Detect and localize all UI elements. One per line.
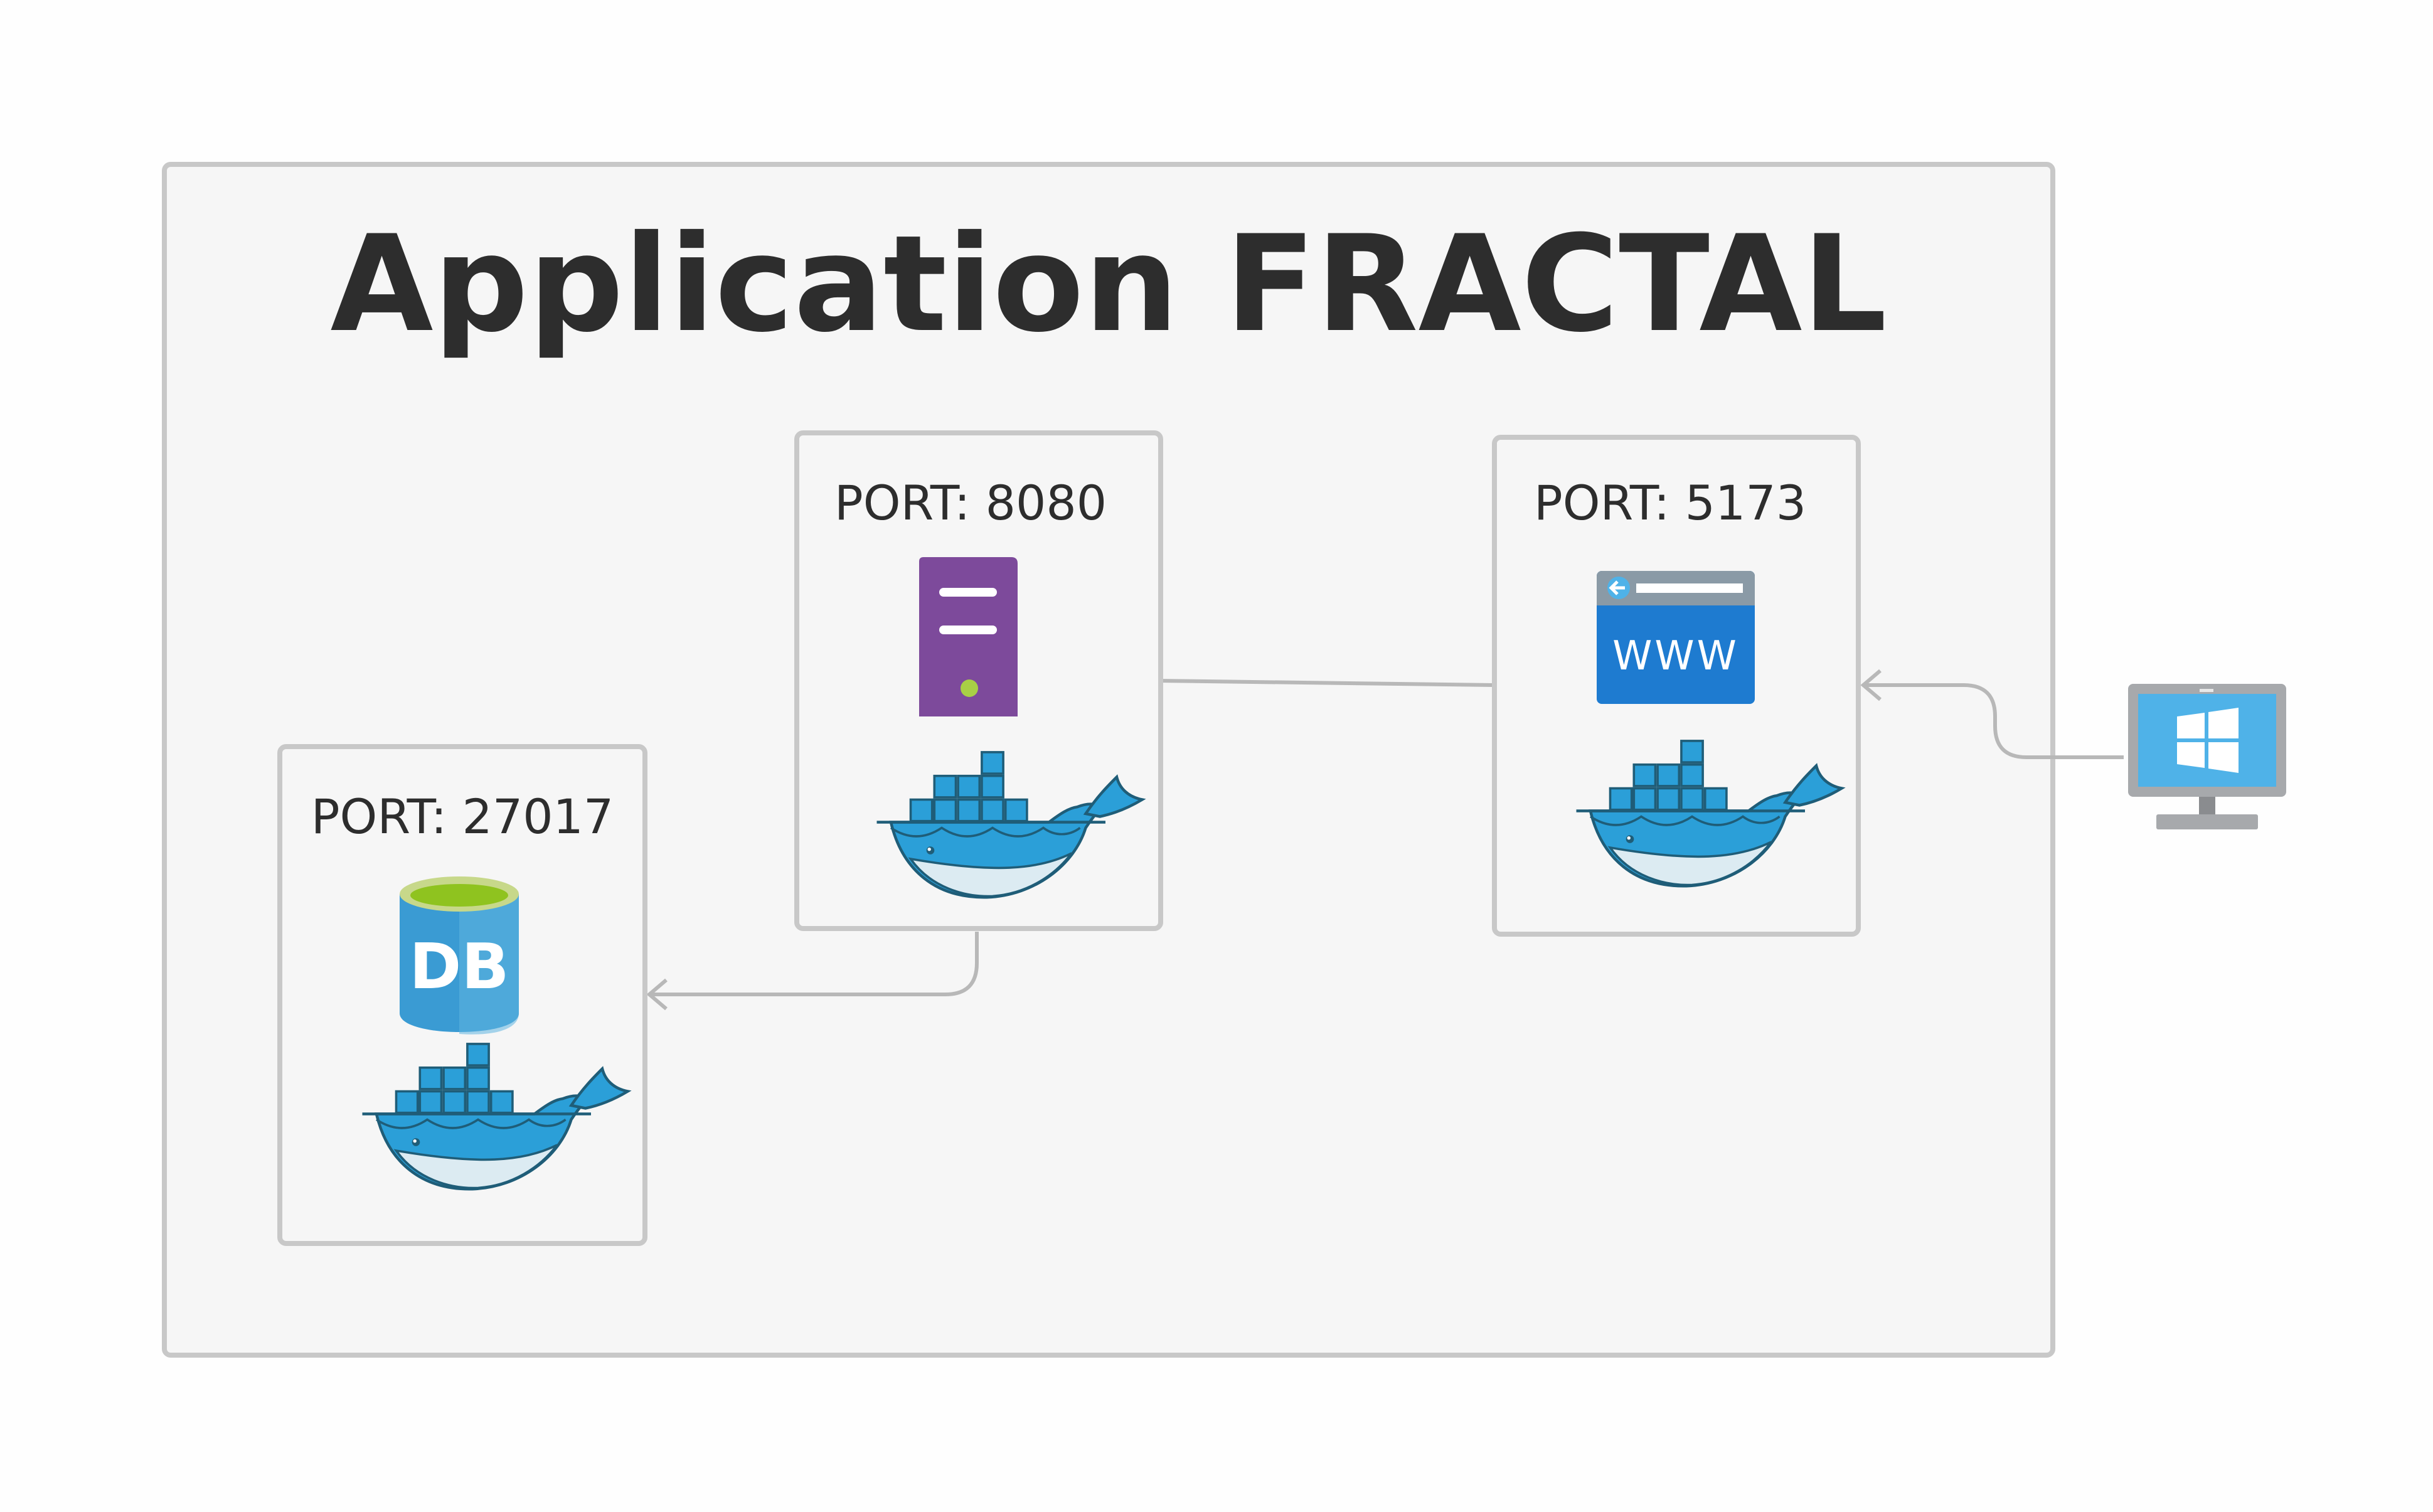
diagram-title: Application FRACTAL [330, 206, 1887, 361]
connector-client-frontend [1860, 669, 2124, 759]
windows-logo-icon [2177, 708, 2239, 773]
database-service[interactable]: PORT: 27017 DB [277, 744, 647, 1246]
backend-service[interactable]: PORT: 8080 [794, 430, 1163, 931]
connector-backend-database [646, 932, 979, 1011]
www-icon-text: WWW [1612, 633, 1739, 679]
server-icon [919, 557, 1018, 716]
connector-backend-frontend [1158, 679, 1495, 687]
database-icon: DB [400, 876, 519, 1035]
web-browser-icon: WWW [1597, 571, 1755, 704]
windows-monitor-icon[interactable] [2128, 684, 2286, 829]
database-port-label: PORT: 27017 [311, 789, 614, 844]
backend-port-label: PORT: 8080 [834, 475, 1107, 531]
database-icon-text: DB [409, 930, 509, 1003]
frontend-service[interactable]: PORT: 5173 WWW [1492, 435, 1861, 937]
frontend-port-label: PORT: 5173 [1534, 475, 1806, 531]
